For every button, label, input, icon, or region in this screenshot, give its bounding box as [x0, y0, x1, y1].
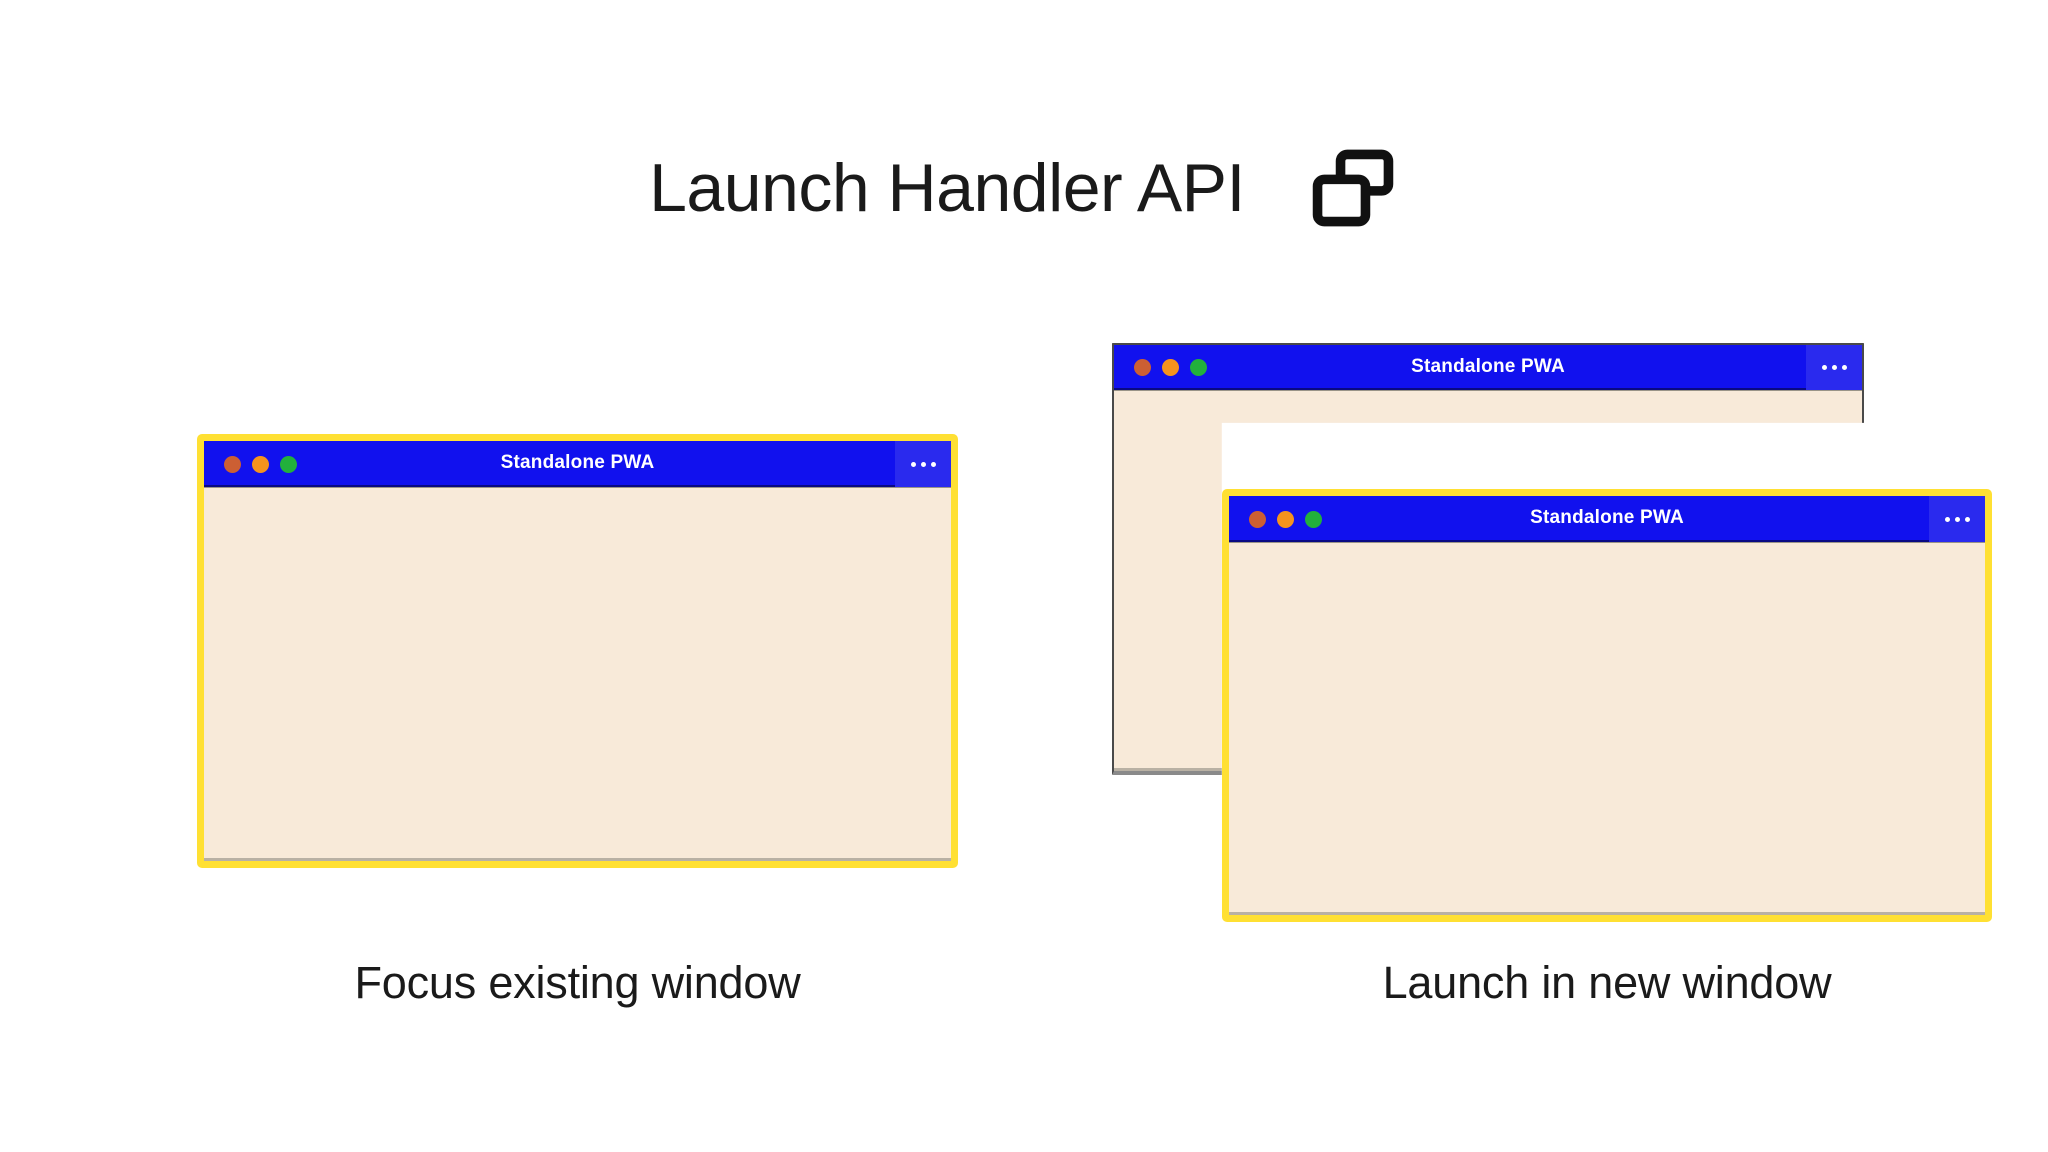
page-title: Launch Handler API — [649, 150, 1245, 226]
caption-launch-in-new-window: Launch in new window — [1382, 957, 1832, 1008]
window-titlebar[interactable]: Standalone PWA — [204, 441, 951, 487]
close-dot-icon[interactable] — [1134, 359, 1151, 376]
caption-focus-existing-window: Focus existing window — [354, 957, 801, 1008]
window-titlebar[interactable]: Standalone PWA — [1229, 496, 1985, 542]
kebab-dot — [1831, 365, 1837, 370]
window-frame: Standalone PWA — [1222, 489, 1992, 922]
pwa-window-newly-launched[interactable]: Standalone PWA — [1222, 489, 1992, 922]
kebab-dot — [910, 461, 916, 467]
kebab-dot — [1821, 365, 1827, 370]
window-title: Standalone PWA — [500, 452, 655, 473]
window-title: Standalone PWA — [1411, 355, 1565, 377]
kebab-dot — [930, 461, 936, 467]
kebab-menu-icon[interactable] — [1806, 345, 1862, 390]
window-titlebar[interactable]: Standalone PWA — [1114, 345, 1862, 390]
kebab-dot — [920, 461, 926, 467]
kebab-dot — [1944, 516, 1950, 522]
multiwindow-icon — [1312, 149, 1394, 227]
traffic-light-group — [1229, 510, 1322, 528]
minimize-dot-icon[interactable] — [1162, 359, 1179, 376]
window-content-area — [204, 487, 951, 861]
maximize-dot-icon[interactable] — [1190, 359, 1207, 376]
close-dot-icon[interactable] — [224, 455, 241, 473]
traffic-light-group — [204, 455, 297, 473]
traffic-light-group — [1114, 359, 1207, 376]
kebab-dot — [1841, 365, 1847, 370]
kebab-menu-icon[interactable] — [895, 441, 951, 487]
window-frame: Standalone PWA — [197, 434, 958, 868]
minimize-dot-icon[interactable] — [252, 455, 269, 473]
close-dot-icon[interactable] — [1249, 510, 1266, 528]
page-header: Launch Handler API — [0, 128, 2048, 248]
kebab-menu-icon[interactable] — [1929, 496, 1985, 542]
maximize-dot-icon[interactable] — [280, 455, 297, 473]
maximize-dot-icon[interactable] — [1305, 510, 1322, 528]
minimize-dot-icon[interactable] — [1277, 510, 1294, 528]
pwa-window-focus-existing[interactable]: Standalone PWA — [197, 434, 958, 868]
window-title: Standalone PWA — [1530, 507, 1684, 528]
window-content-area — [1229, 542, 1985, 915]
kebab-dot — [1954, 516, 1960, 522]
kebab-dot — [1964, 516, 1970, 522]
